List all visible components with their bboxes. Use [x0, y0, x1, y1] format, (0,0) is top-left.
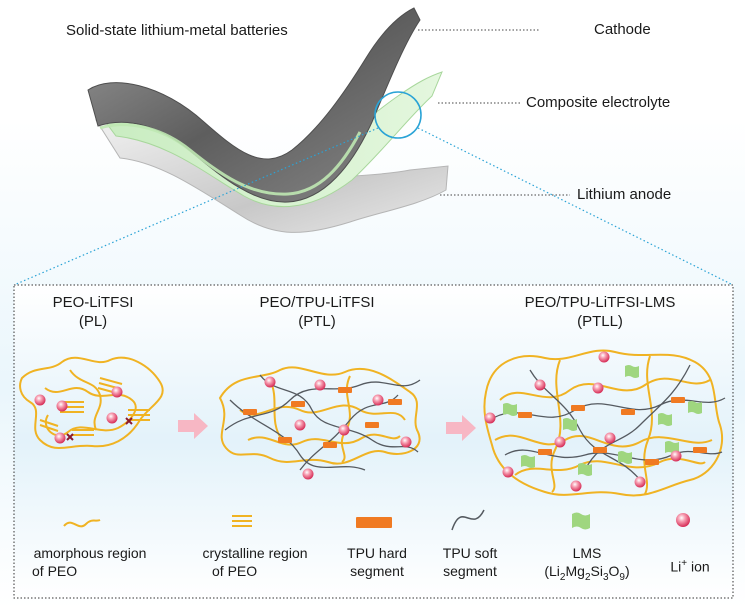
panel-ptl-name: PEO/TPU-LiTFSI: [259, 294, 375, 311]
diagram-title: Solid-state lithium-metal batteries: [66, 22, 288, 39]
composite-electrolyte-label: Composite electrolyte: [526, 94, 671, 111]
legend-amorphous-line2: of PEO: [32, 563, 78, 579]
label-leader-lines: [418, 29, 570, 196]
arrow-2: [446, 415, 476, 441]
legend-amorphous-label: amorphous region of PEO: [20, 544, 160, 580]
legend-tpu-soft-symbol: [451, 509, 485, 531]
zoom-line-right: [417, 127, 734, 286]
legend-crystalline-line2: of PEO: [212, 563, 258, 579]
legend-tpu-soft-line2: segment: [443, 563, 497, 579]
legend-li-ion-label: Li+ ion: [660, 555, 720, 576]
panel-ptll-abbr: (PTLL): [577, 313, 623, 330]
legend-crystalline-symbol: [232, 515, 252, 527]
panel-ptll-name: PEO/TPU-LiTFSI-LMS: [524, 294, 676, 311]
battery-illustration: [87, 7, 449, 233]
panel-ptl-title: PEO/TPU-LiTFSI (PTL): [232, 293, 402, 331]
legend-tpu-soft-label: TPU soft segment: [430, 544, 510, 580]
panel-pl-structure: [19, 356, 164, 449]
legend-tpu-hard-line2: segment: [350, 563, 404, 579]
panel-pl-title: PEO-LiTFSI (PL): [22, 293, 164, 331]
arrow-1: [178, 413, 208, 439]
panel-ptll-title: PEO/TPU-LiTFSI-LMS (PTLL): [490, 293, 710, 331]
legend-amorphous-symbol: [63, 519, 101, 528]
legend-li-ion-symbol: [676, 513, 690, 527]
cathode-layer: [87, 7, 421, 203]
legend-lms-line1: LMS: [572, 545, 602, 561]
legend-tpu-hard-line1: TPU hard: [347, 545, 407, 561]
panel-ptl-structure: [218, 366, 421, 480]
legend-crystalline-label: crystalline region of PEO: [180, 544, 330, 580]
legend-lms-label: LMS (Li2Mg2Si3O9): [522, 544, 652, 587]
panel-pl-abbr: (PL): [78, 313, 108, 330]
legend-tpu-soft-line1: TPU soft: [442, 545, 498, 561]
panel-ptl-abbr: (PTL): [298, 313, 336, 330]
cathode-label: Cathode: [594, 21, 651, 38]
legend-li-ion-text: Li+ ion: [670, 558, 710, 575]
legend-amorphous-line1: amorphous region: [33, 545, 147, 561]
panel-ptll-structure: [483, 349, 726, 497]
legend-tpu-hard-symbol: [356, 517, 392, 528]
legend-lms-formula: (Li2Mg2Si3O9): [544, 563, 630, 583]
legend-crystalline-line1: crystalline region: [202, 545, 308, 561]
legend-lms-symbol: [572, 512, 590, 530]
panel-pl-name: PEO-LiTFSI: [52, 294, 134, 311]
magnifier-circle: [374, 91, 422, 139]
legend-symbols: [63, 509, 690, 531]
lithium-anode-label: Lithium anode: [577, 186, 672, 203]
magnifier: [13, 91, 734, 286]
legend-tpu-hard-label: TPU hard segment: [333, 544, 421, 580]
